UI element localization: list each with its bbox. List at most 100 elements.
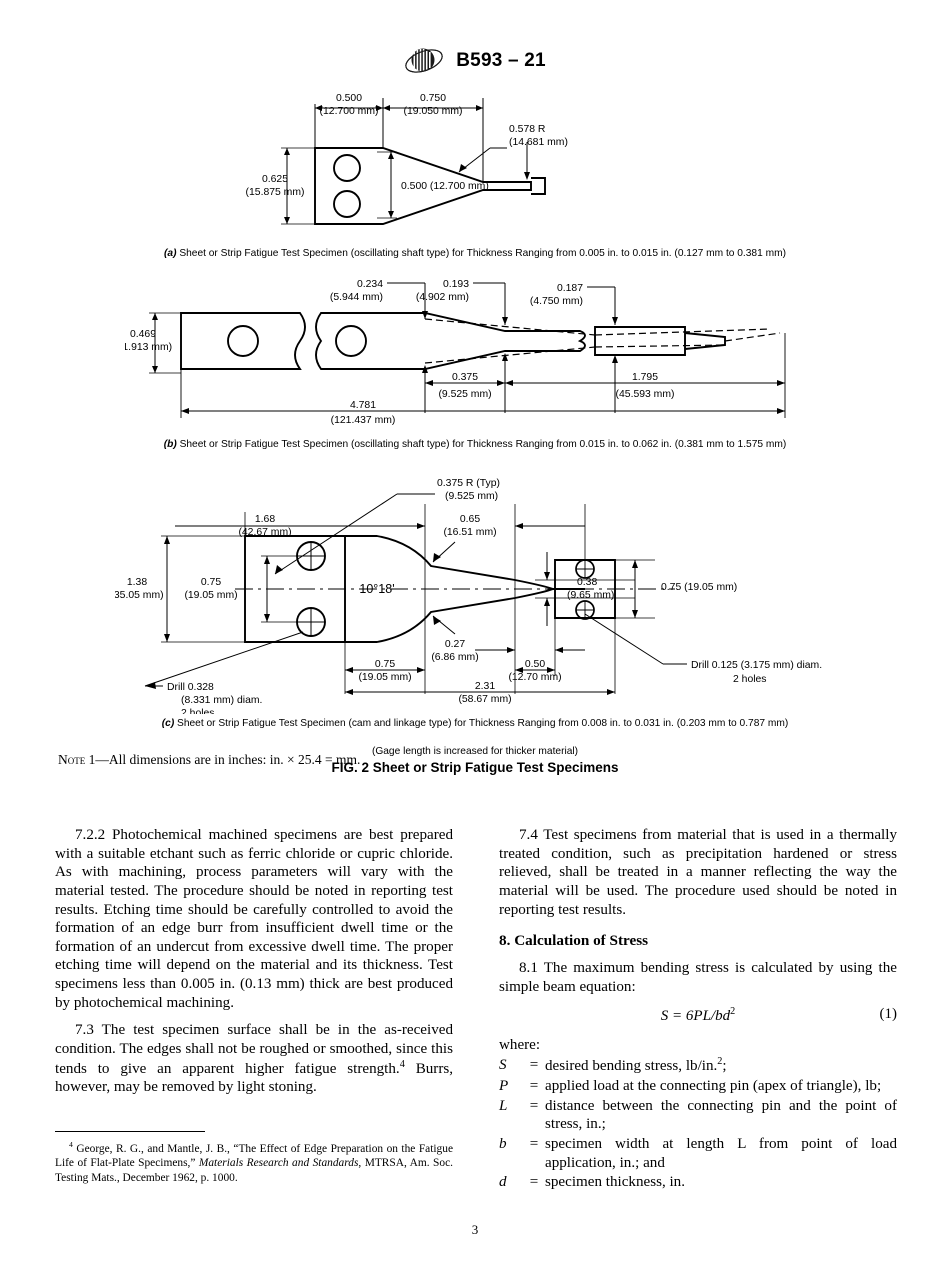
paragraph-7-4: 7.4 Test specimens from material that is… [499,827,897,918]
dim-a-radius-mm: (14.681 mm) [509,137,568,148]
dim-a-0500-in: 0.500 [336,93,362,104]
figure-2: 0.500 (12.700 mm) 0.750 (19.050 mm) 0.57… [0,90,950,767]
figure-note-1: Note 1—All dimensions are in inches: in.… [58,752,360,768]
equation-1-number: (1) [879,1006,898,1023]
definition-row: L = distance between the connecting pin … [499,1097,897,1135]
symbol-d: d [499,1174,507,1191]
figure-b-drawing: 0.234 (5.944 mm) 0.193 (4.902 mm) 0.187 … [125,279,786,426]
footnote-text-a: George, R. G., and Mantle, J. B., “The E… [55,1142,453,1170]
dim-b-4781-in: 4.781 [350,400,376,411]
definition-d: specimen thickness, in. [545,1174,686,1191]
dim-a-0625-in: 0.625 [262,174,288,185]
paragraph-7-2-2: 7.2.2 Photochemical machined specimens a… [55,827,453,1011]
figure-title: FIG. 2 Sheet or Strip Fatigue Test Speci… [331,760,619,775]
dim-a-0750-mm: (19.050 mm) [404,106,463,117]
page-number: 3 [471,1222,479,1237]
figure-c-caption: (c) Sheet or Strip Fatigue Test Specimen… [0,718,950,731]
dim-c-038-mm: (9.65 mm) [567,590,614,601]
symbol-S: S [499,1057,507,1074]
dim-c-027-in: 0.27 [445,639,465,650]
figure-b-caption: (b) Sheet or Strip Fatigue Test Specimen… [0,439,950,452]
equation-1-expression: S = 6PL/bd [660,1008,731,1025]
symbol-b: b [499,1136,507,1153]
figure-b-caption-text: Sheet or Strip Fatigue Test Specimen (os… [176,438,787,450]
definition-P: applied load at the connecting pin (apex… [545,1078,882,1095]
dim-c-075b-mm: (19.05 mm) [358,672,411,683]
drill-small-label-1: Drill 0.125 (3.175 mm) diam. [691,660,822,671]
equals-sign: = [529,1174,539,1191]
dim-a-0500-inner: 0.500 (12.700 mm) [401,181,489,192]
body-columns: 7.2.2 Photochemical machined specimens a… [55,826,897,1193]
dim-c-027-mm: (6.86 mm) [431,652,478,663]
dim-c-138-in: 1.38 [127,577,147,588]
astm-logo-icon [404,44,444,78]
dim-c-168-mm: (42.67 mm) [238,527,291,538]
dim-c-138-mm: (35.05 mm) [115,590,164,601]
dim-b-0469-in: 0.469 [130,329,156,340]
figure-a-letter: (a) [164,248,177,259]
dim-a-0750-in: 0.750 [420,93,446,104]
definition-row: b = specimen width at length L from poin… [499,1135,897,1173]
page-header: B593 – 21 [0,44,950,78]
paragraph-7-3-text-b: Burrs, however, may be removed by light … [55,1060,454,1096]
drill-big-label-1: Drill 0.328 [167,682,214,693]
dim-c-050-in: 0.50 [525,659,545,670]
dim-c-radius-mm: (9.525 mm) [445,491,498,502]
dim-c-168-in: 1.68 [255,514,275,525]
dim-b-1795-mm: (45.593 mm) [616,389,675,400]
paragraph-8-1: 8.1 The maximum bending stress is calcul… [499,960,897,995]
definition-b: specimen width at length L from point of… [545,1136,897,1171]
paragraph-7-3-text-a: 7.3 The test specimen surface shall be i… [55,1022,453,1077]
dim-c-038-in: 0.38 [577,577,597,588]
drill-small-label-2: 2 holes [733,674,767,685]
dim-c-231-in: 2.31 [475,681,495,692]
figure-c-letter: (c) [161,717,175,729]
footnote-text-b: , MTRSA, Am. Soc. Testing Mats., Decembe… [55,1157,453,1184]
left-column: 7.2.2 Photochemical machined specimens a… [55,826,453,1193]
equals-sign: = [529,1057,539,1074]
definition-L: distance between the connecting pin and … [545,1097,897,1133]
dim-c-radius-in: 0.375 R (Typ) [437,478,500,489]
dim-c-075-right: 0.75 (19.05 mm) [661,582,737,593]
drill-big-label-2: (8.331 mm) diam. [181,695,262,706]
dim-c-075-in: 0.75 [201,577,221,588]
note-text: —All dimensions are in inches: in. × 25.… [95,752,361,767]
section-8-heading: 8. Calculation of Stress [499,932,649,950]
footnote-ref-4[interactable]: 4 [399,1058,405,1070]
dim-b-4781-mm: (121.437 mm) [331,415,396,426]
footnote-journal: Materials Research and Standards [198,1157,359,1170]
standard-designation: B593 – 21 [456,50,546,71]
dim-c-065-in: 0.65 [460,514,480,525]
dim-b-0193-mm: (4.902 mm) [416,292,469,303]
paragraph-7-3: 7.3 The test specimen surface shall be i… [55,1021,453,1097]
dim-c-231-mm: (58.67 mm) [458,694,511,705]
footnote-separator [55,1131,205,1132]
symbol-L: L [499,1097,508,1114]
equals-sign: = [529,1097,539,1114]
dim-c-065-mm: (16.51 mm) [443,527,496,538]
dim-c-075b-in: 0.75 [375,659,395,670]
gage-length-note: (Gage length is increased for thicker ma… [371,746,579,758]
symbol-definition-list: S = desired bending stress, lb/in.2; P =… [499,1056,897,1193]
dim-b-1795-in: 1.795 [632,372,658,383]
dim-b-0234-in: 0.234 [357,279,383,290]
dim-c-075-mm: (19.05 mm) [184,590,237,601]
dim-b-0187-mm: (4.750 mm) [530,296,583,307]
dim-c-050-mm: (12.70 mm) [508,672,561,683]
figure-a-caption-text: Sheet or Strip Fatigue Test Specimen (os… [176,248,786,259]
dim-b-0469-mm: (11.913 mm) [125,342,172,353]
figure-c-drawing: 0.375 R (Typ) (9.525 mm) 1.68 (42.67 mm)… [115,478,822,714]
figure-a-drawing: 0.500 (12.700 mm) 0.750 (19.050 mm) 0.57… [246,93,568,225]
definition-row: d = specimen thickness, in. [499,1173,897,1193]
symbol-P: P [499,1078,509,1095]
definition-row: P = applied load at the connecting pin (… [499,1077,897,1097]
note-label: Note 1 [58,752,96,767]
where-label: where: [499,1037,541,1054]
definition-row: S = desired bending stress, lb/in.2; [499,1056,897,1077]
dim-b-0234-mm: (5.944 mm) [330,292,383,303]
dim-a-radius-in: 0.578 R [509,124,546,135]
equals-sign: = [529,1136,539,1153]
right-column: 7.4 Test specimens from material that is… [499,826,897,1193]
dim-b-0375-in: 0.375 [452,372,478,383]
